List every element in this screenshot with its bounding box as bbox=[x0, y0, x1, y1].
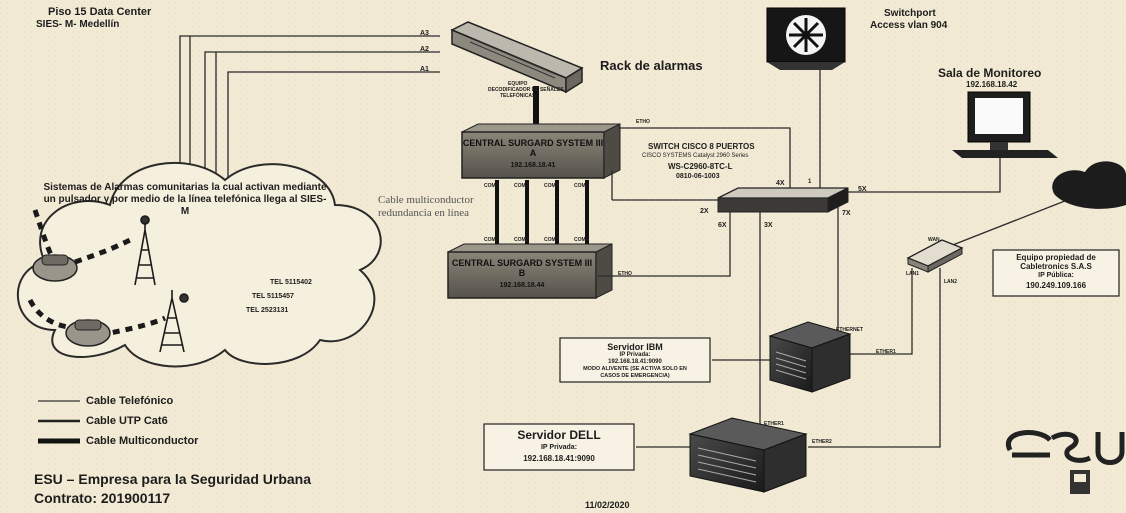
central-b-port: COM2 bbox=[514, 237, 529, 243]
switch-port-2x: 2X bbox=[700, 208, 709, 215]
alarm-device-icon bbox=[32, 254, 78, 282]
cabletronics-line3: IP Pública: bbox=[1038, 272, 1074, 279]
router-port-lan1: LAN1 bbox=[906, 271, 920, 277]
legend-utp: Cable UTP Cat6 bbox=[86, 415, 168, 427]
cabletronics-line2: Cabletronics S.A.S bbox=[1020, 262, 1092, 271]
cisco-switch-icon bbox=[717, 187, 849, 213]
cable-note-1: Cable multiconductor bbox=[378, 194, 474, 206]
switchport-label: Switchport bbox=[884, 8, 936, 19]
dell-port-ether2: ETHER2 bbox=[812, 439, 832, 445]
central-b-ip: 192.168.18.44 bbox=[499, 282, 545, 289]
rack-label: Rack de alarmas bbox=[600, 58, 703, 73]
ibm-server-icon bbox=[768, 321, 852, 393]
central-a-eth: ETHO bbox=[636, 119, 650, 125]
router-icon bbox=[906, 239, 964, 273]
ibm-port-eth: ETHERNET bbox=[836, 327, 863, 333]
dell-ip: 192.168.18.41:9090 bbox=[523, 454, 595, 463]
alarm-cloud bbox=[16, 161, 382, 368]
switch-port-5x: 5X bbox=[858, 186, 867, 193]
dell-ip-label: IP Privada: bbox=[540, 444, 578, 451]
router-port-lan2: LAN2 bbox=[944, 279, 958, 285]
central-a-ip: 192.168.18.41 bbox=[510, 162, 556, 169]
cabletronics-line4: 190.249.109.166 bbox=[1025, 281, 1087, 290]
switchport-vlan: Access vlan 904 bbox=[870, 20, 948, 31]
dell-port-ether1: ETHER1 bbox=[764, 421, 784, 427]
redundancy-cables bbox=[495, 180, 589, 244]
legend-phone: Cable Telefónico bbox=[86, 395, 174, 407]
cabletronics-line1: Equipo propiedad de bbox=[1016, 253, 1096, 262]
cisco-part: WS-C2960-8TC-L bbox=[668, 162, 733, 171]
phone-number-3: TEL 2523131 bbox=[246, 307, 289, 314]
switch-port-1: 1 bbox=[808, 179, 812, 185]
utp-cables bbox=[598, 70, 1081, 448]
computer-icon bbox=[952, 91, 1058, 158]
ibm-note2: CASOS DE EMERGENCIA) bbox=[600, 373, 670, 379]
dell-title: Servidor DELL bbox=[517, 428, 601, 442]
central-a-title: CENTRAL SURGARD SYSTEM III A bbox=[462, 138, 604, 158]
ibm-ip: 192.168.18.41:9090 bbox=[608, 359, 662, 365]
cisco-model: CISCO SYSTEMS Catalyst 2960 Series bbox=[642, 153, 749, 159]
legend bbox=[38, 400, 80, 444]
ibm-ip-label: IP Privada: bbox=[619, 352, 651, 358]
header-title: Piso 15 Data Center bbox=[48, 6, 152, 18]
tower-icon bbox=[159, 290, 189, 353]
central-surgard-b bbox=[447, 243, 613, 299]
central-a-port: COM1 bbox=[484, 183, 499, 189]
footer-date: 11/02/2020 bbox=[585, 500, 630, 510]
central-b-title: CENTRAL SURGARD SYSTEM III B bbox=[451, 258, 593, 278]
ibm-info-box bbox=[559, 337, 711, 383]
central-b-eth: ETHO bbox=[618, 271, 632, 277]
legend-multi: Cable Multiconductor bbox=[86, 435, 199, 447]
ibm-title: Servidor IBM bbox=[607, 342, 663, 352]
internet-cloud-icon bbox=[1052, 161, 1126, 209]
tower-icon bbox=[134, 215, 156, 286]
footer-contract: Contrato: 201900117 bbox=[34, 490, 171, 506]
footer-company: ESU – Empresa para la Seguridad Urbana bbox=[34, 471, 311, 487]
rack-sub3: TELEFÓNICAS bbox=[500, 93, 536, 99]
central-b-port: COM3 bbox=[544, 237, 559, 243]
cloud-description: Sistemas de Alarmas comunitarias la cual… bbox=[43, 182, 327, 217]
switch-port-7x: 7X bbox=[842, 210, 851, 217]
rack-line-a3: A3 bbox=[420, 30, 429, 37]
central-a-port: COM2 bbox=[514, 183, 529, 189]
central-b-port: COM1 bbox=[484, 237, 499, 243]
rack-sub1: EQUIPO bbox=[508, 81, 528, 87]
central-a-port: COM4 bbox=[574, 183, 589, 189]
monitor-room-ip: 192.168.18.42 bbox=[966, 80, 1018, 89]
dell-info-box bbox=[483, 423, 635, 471]
phone-number-1: TEL 5115402 bbox=[270, 279, 312, 286]
cabletronics-box bbox=[992, 249, 1120, 297]
switch-port-6x: 6X bbox=[718, 222, 727, 229]
alarm-rack-icon bbox=[450, 21, 584, 94]
ibm-port-ether1: ETHER1 bbox=[876, 349, 896, 355]
central-a-port: COM3 bbox=[544, 183, 559, 189]
header-subtitle: SIES- M- Medellín bbox=[36, 19, 120, 30]
switch-port-3x: 3X bbox=[764, 222, 773, 229]
cable-note-2: redundancia en línea bbox=[378, 207, 470, 219]
cisco-serial: 0810-06-1003 bbox=[676, 173, 720, 180]
esu-logo bbox=[1005, 430, 1125, 465]
central-b-port: COM4 bbox=[574, 237, 589, 243]
monitor-room-title: Sala de Monitoreo bbox=[938, 66, 1042, 80]
ibm-note1: MODO ALIVENTE (SE ACTIVA SOLO EN bbox=[583, 366, 687, 372]
medellin-seal-icon bbox=[1070, 470, 1090, 494]
central-surgard-a bbox=[461, 123, 621, 179]
router-port-wan: WAN bbox=[928, 237, 940, 243]
rack-line-a1: A1 bbox=[420, 66, 429, 73]
dell-server-icon bbox=[688, 417, 808, 493]
switch-port-4x: 4X bbox=[776, 180, 785, 187]
rack-line-a2: A2 bbox=[420, 46, 429, 53]
switchport-icon bbox=[766, 7, 846, 70]
cisco-title: SWITCH CISCO 8 PUERTOS bbox=[648, 142, 755, 151]
rack-sub2: DECODIFICADOR DE SEÑALES bbox=[488, 87, 564, 93]
phone-number-2: TEL 5115457 bbox=[252, 293, 294, 300]
alarm-device-icon bbox=[65, 319, 111, 347]
